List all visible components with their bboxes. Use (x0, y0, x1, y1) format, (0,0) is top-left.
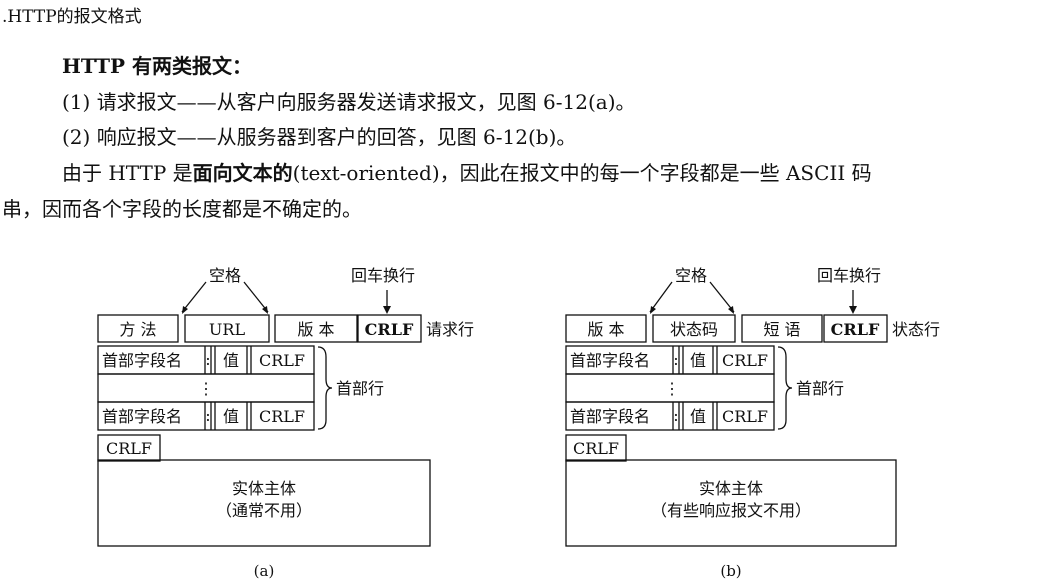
entity-body-note: （有些响应报文不用） (651, 501, 811, 520)
intro-line-4: 由于 HTTP 是面向文本的(text-oriented)，因此在报文中的每一个… (62, 163, 872, 183)
header-row-2 (97, 401, 315, 431)
crlf-label: 回车换行 (817, 266, 881, 285)
phrase-cell (741, 314, 823, 343)
entity-body-note: （通常不用） (216, 501, 312, 520)
header-colon-1: : (205, 350, 210, 369)
entity-body-box (97, 459, 431, 547)
space-label: 空格 (675, 266, 707, 285)
header-value-1: 值 (223, 351, 239, 370)
header-rows-label: 首部行 (796, 379, 844, 398)
entity-body-label: 实体主体 (699, 479, 763, 498)
intro-line-1: HTTP 有两类报文： (62, 54, 252, 78)
phrase-label: 短 语 (763, 320, 800, 339)
request-message-figure: 空格 回车换行 方 法 URL 版 本 CRLF 请求行 首部字段名 : 值 C… (97, 266, 474, 580)
method-cell (97, 314, 179, 343)
version-label: 版 本 (297, 320, 334, 339)
request-line-label: 请求行 (426, 320, 474, 339)
figure-caption-a: (a) (254, 562, 275, 580)
header-field-name-2: 首部字段名 (102, 407, 182, 426)
header-field-name-1: 首部字段名 (570, 351, 650, 370)
header-value-2: 值 (690, 407, 706, 426)
space-label: 空格 (209, 266, 241, 285)
status-code-label: 状态码 (670, 320, 718, 339)
header-ellipsis: ⋮ (664, 379, 680, 398)
response-message-figure: 空格 回车换行 版 本 状态码 短 语 CRLF 状态行 首部字段名 : 值 C… (565, 266, 940, 580)
intro-item-1: (1) 请求报文——从客户向服务器发送请求报文，见图 6-12(a)。 (62, 90, 636, 114)
crlf-cell (823, 314, 888, 343)
blank-line-crlf-cell (97, 434, 161, 462)
space-arrow-left (649, 281, 673, 313)
blank-line-crlf-cell (565, 434, 627, 462)
space-arrow-right (243, 281, 269, 313)
status-line-label: 状态行 (892, 320, 940, 339)
version-cell (274, 314, 358, 343)
crlf-cell-label: CRLF (365, 320, 414, 339)
header-colon-2: : (205, 406, 210, 425)
header-value-2: 值 (223, 407, 239, 426)
crlf-label: 回车换行 (351, 266, 415, 285)
header-value-1: 值 (690, 351, 706, 370)
header-field-name-2: 首部字段名 (570, 407, 650, 426)
header-rows-label: 首部行 (336, 379, 384, 398)
entity-body-label: 实体主体 (232, 479, 296, 498)
intro-line-4-b: (text-oriented)，因此在报文中的每一个字段都是一些 ASCII 码 (292, 161, 872, 185)
header-row-2 (565, 401, 775, 431)
url-cell (184, 314, 270, 343)
version-label: 版 本 (587, 320, 624, 339)
blank-crlf-label: CRLF (106, 439, 152, 458)
intro-line-4-a: 由于 HTTP 是 (62, 161, 193, 185)
intro-line-5: 串，因而各个字段的长度都是不确定的。 (2, 197, 362, 221)
version-cell (565, 314, 647, 343)
blank-crlf-label: CRLF (573, 439, 619, 458)
header-crlf-1: CRLF (722, 351, 768, 370)
header-colon-1: : (673, 350, 678, 369)
entity-body-box (565, 459, 897, 547)
method-label: 方 法 (119, 320, 156, 339)
space-arrow-right (709, 281, 735, 313)
header-field-name-1: 首部字段名 (102, 351, 182, 370)
header-ellipsis: ⋮ (198, 379, 214, 398)
crlf-cell (357, 314, 422, 343)
figure-caption-b: (b) (720, 562, 741, 580)
header-brace (777, 346, 793, 430)
header-colon-2: : (673, 406, 678, 425)
intro-line-4-bold: 面向文本的 (192, 161, 293, 185)
header-brace (317, 346, 333, 430)
status-code-cell (652, 314, 736, 343)
section-heading: .HTTP的报文格式 (2, 7, 142, 27)
header-crlf-2: CRLF (722, 407, 768, 426)
header-crlf-2: CRLF (259, 407, 305, 426)
crlf-cell-label: CRLF (831, 320, 880, 339)
intro-item-2: (2) 响应报文——从服务器到客户的回答，见图 6-12(b)。 (62, 125, 577, 149)
space-arrow-left (181, 281, 207, 313)
url-label: URL (209, 320, 246, 339)
header-crlf-1: CRLF (259, 351, 305, 370)
